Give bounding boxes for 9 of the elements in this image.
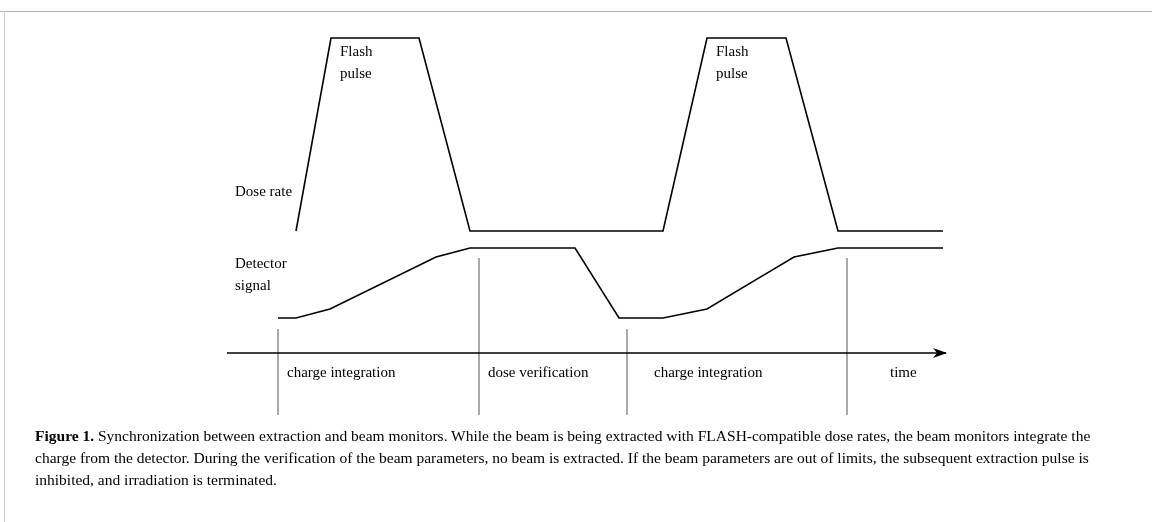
axis-label: Detector signal — [235, 254, 288, 295]
pulse-label: Flash pulse — [340, 42, 374, 83]
phase-label: charge integration — [287, 363, 397, 382]
axis-label: Dose rate — [235, 182, 294, 201]
phase-label: dose verification — [488, 363, 590, 382]
pulse-label: Flash pulse — [716, 42, 750, 83]
axis-label: time — [890, 363, 918, 382]
figure-caption: Figure 1. Synchronization between extraction and beam monitors. While the beam is being extracted with FLASH-compatible dose rates, the beam monitors integrate the charge from the detector. During the verification of the beam parameters, no beam is extracted. If the beam parameters are out of limits, the subsequent extraction pulse is inhibited, and irradiation is terminated. — [35, 426, 1092, 490]
phase-label: charge integration — [654, 363, 764, 382]
